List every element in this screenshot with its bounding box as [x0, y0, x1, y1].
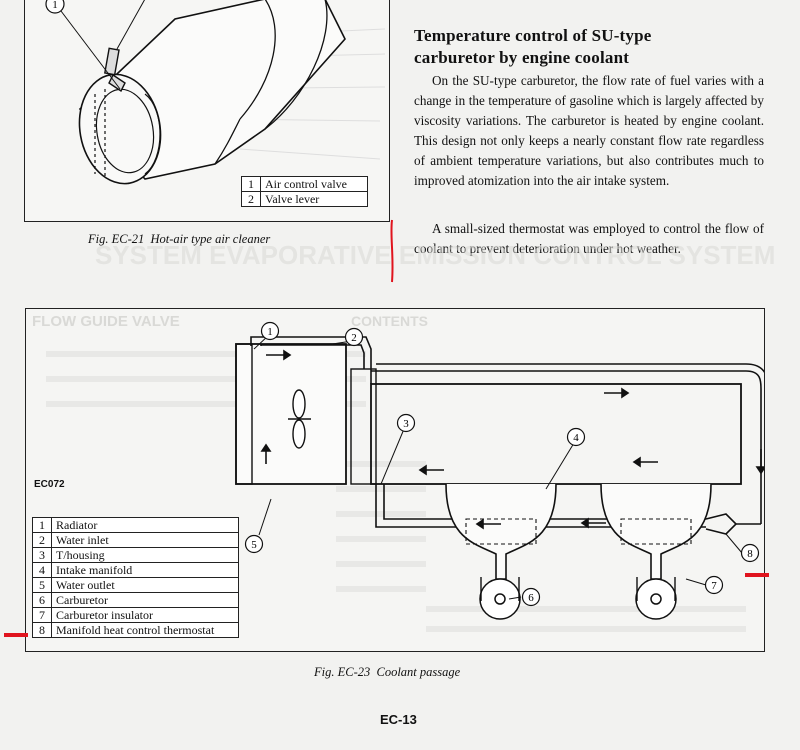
section-title-line1: Temperature control of SU-type — [414, 26, 652, 45]
callout-8: 8 — [740, 543, 760, 568]
top-figure-frame: 1 1 Air control valve 2 Valve lever — [24, 0, 390, 222]
callout-7: 7 — [704, 575, 724, 600]
callout-3: 3 — [396, 413, 416, 438]
svg-text:2: 2 — [351, 332, 357, 344]
legend-number: 4 — [32, 562, 52, 578]
section-paragraph-1: On the SU-type carburetor, the flow rate… — [414, 73, 764, 188]
svg-text:7: 7 — [711, 580, 717, 592]
page-number: EC-13 — [380, 712, 417, 727]
svg-text:3: 3 — [403, 418, 409, 430]
legend-row: 2 Valve lever — [241, 191, 368, 207]
legend-number: 2 — [32, 532, 52, 548]
legend-label: Radiator — [51, 517, 239, 533]
callout-5: 5 — [244, 534, 264, 559]
legend-label: Intake manifold — [51, 562, 239, 578]
svg-text:8: 8 — [747, 548, 753, 560]
legend-number: 5 — [32, 577, 52, 593]
callout-6: 6 — [521, 587, 541, 612]
callout-4: 4 — [566, 427, 586, 452]
svg-text:4: 4 — [573, 432, 579, 444]
section-paragraph-2: A small-sized thermostat was employed to… — [414, 221, 764, 256]
legend-label: T/housing — [51, 547, 239, 563]
legend-number: 1 — [241, 176, 261, 192]
svg-text:6: 6 — [528, 592, 534, 604]
legend-number: 7 — [32, 607, 52, 623]
bottom-figure-frame: FLOW GUIDE VALVE CONTENTS — [25, 308, 765, 652]
legend-label: Carburetor — [51, 592, 239, 608]
legend-number: 1 — [32, 517, 52, 533]
legend-label: Water outlet — [51, 577, 239, 593]
radiator — [235, 343, 347, 485]
legend-label: Valve lever — [260, 191, 368, 207]
svg-text:1: 1 — [267, 326, 273, 338]
coolant-passage-diagram — [46, 334, 764, 632]
section-title: Temperature control of SU-type carbureto… — [414, 25, 774, 69]
legend-number: 3 — [32, 547, 52, 563]
flow-arrows — [260, 349, 764, 530]
legend-number: 8 — [32, 622, 52, 638]
red-annotation-dash-left — [4, 633, 28, 637]
bottom-figure-caption: Fig. EC-23 Coolant passage — [314, 665, 461, 679]
ghost-contents: CONTENTS — [351, 313, 428, 329]
legend-label: Carburetor insulator — [51, 607, 239, 623]
legend-label: Water inlet — [51, 532, 239, 548]
callout-1: 1 — [260, 321, 280, 346]
legend-label: Manifold heat control thermostat — [51, 622, 239, 638]
fan-icon — [288, 389, 311, 449]
top-callout-1: 1 — [52, 0, 58, 11]
air-cleaner-illustration: 1 — [45, 0, 386, 185]
legend-number: 2 — [241, 191, 261, 207]
legend-label: Air control valve — [260, 176, 368, 192]
top-figure-caption: Fig. EC-21 Hot-air type air cleaner — [88, 232, 271, 246]
red-annotation-mark — [390, 219, 394, 283]
figure-id: EC072 — [34, 479, 65, 490]
legend-number: 6 — [32, 592, 52, 608]
legend-row: 1 Air control valve — [241, 176, 368, 192]
svg-text:5: 5 — [251, 539, 257, 551]
ghost-banner: SYSTEM EVAPORATIVE EMISSION CONTROL SYST… — [95, 240, 776, 270]
red-annotation-dash-right — [745, 573, 769, 577]
callout-2: 2 — [344, 327, 364, 352]
top-figure-legend: 1 Air control valve 2 Valve lever — [241, 176, 368, 207]
ghost-heading: FLOW GUIDE VALVE — [32, 313, 180, 330]
section-title-line2: carburetor by engine coolant — [414, 48, 630, 67]
